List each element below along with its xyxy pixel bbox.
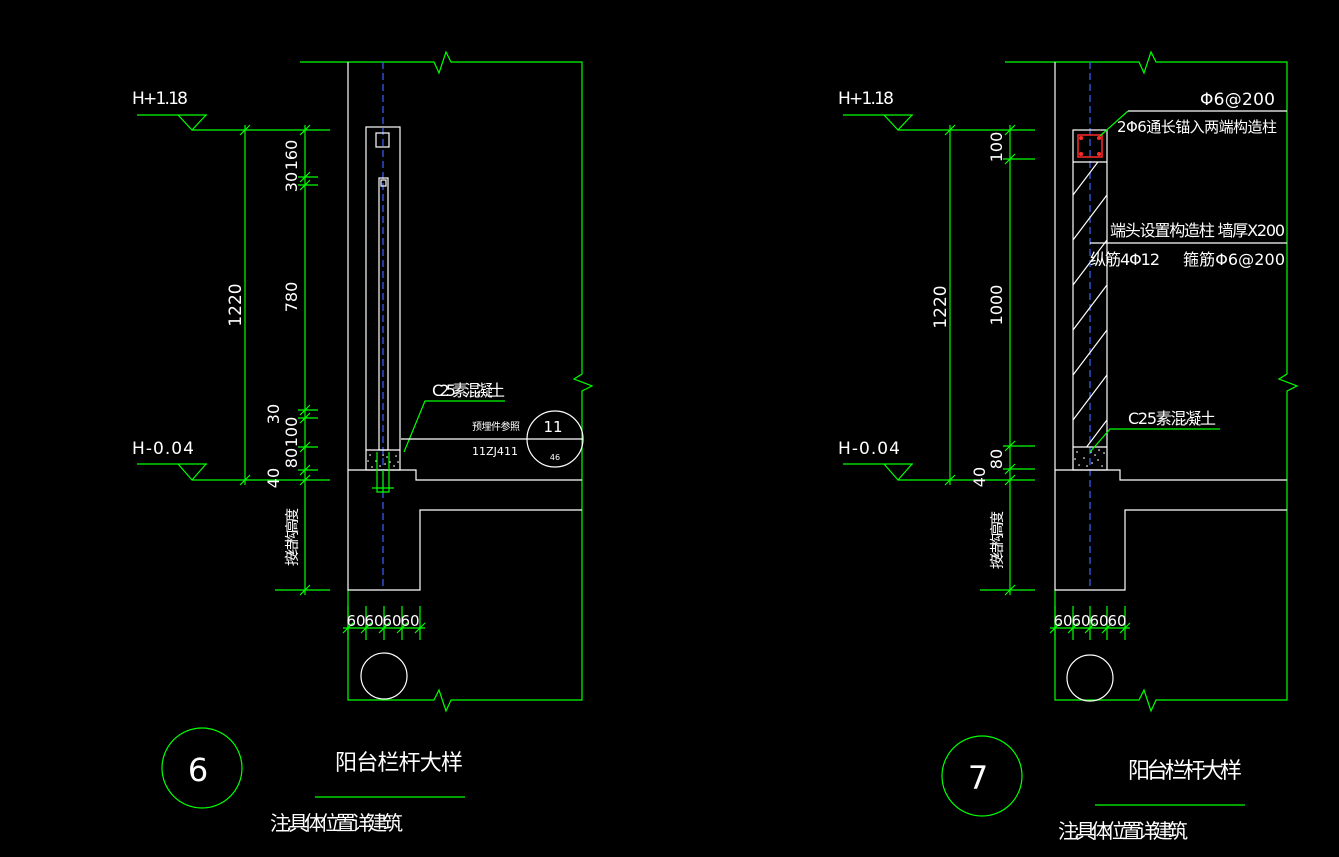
detail-6-pipe-section — [360, 652, 408, 700]
detail-7-longitudinal-bars: 纵筋4Φ12 — [1090, 250, 1160, 269]
detail-7-total-height: 1220 — [931, 285, 951, 328]
detail-7-boundary — [1005, 50, 1299, 713]
detail-6-concrete-dots — [367, 454, 399, 468]
detail-7-title: 阳台栏杆大样 — [1128, 759, 1242, 784]
detail-6-anchor-bars — [372, 452, 394, 493]
detail-6-dim-780: 780 — [282, 282, 301, 313]
detail-6-below-slab-label: 按结构高度 — [284, 508, 301, 566]
detail-7-constructional-column — [1072, 129, 1108, 471]
detail-6-level-bottom: H-0.04 — [132, 439, 194, 459]
detail-7-dim-100: 100 — [987, 132, 1006, 163]
detail-6-dim-100: 100 — [282, 417, 301, 448]
detail-6-concrete-leader — [403, 400, 505, 453]
detail-7-level-top: H+1.18 — [838, 89, 894, 109]
detail-6-width-4: 60 — [400, 612, 419, 630]
detail-6-dim-30-top: 30 — [282, 172, 301, 192]
detail-6-index-upper: 11 — [543, 418, 562, 436]
detail-7-number-circle — [941, 735, 1023, 817]
detail-6-width-2: 60 — [364, 612, 383, 630]
detail-7-stirrup-leader — [1099, 110, 1129, 137]
detail-7-dimension-lines — [843, 114, 1131, 640]
detail-7-level-bottom: H-0.04 — [838, 439, 900, 459]
detail-7-masonry-hatch — [1073, 162, 1107, 447]
detail-6-embed-atlas: 11ZJ411 — [472, 445, 518, 458]
detail-7-number: 7 — [968, 759, 988, 797]
detail-6-index-lower: 46 — [550, 453, 560, 462]
detail-7-width-1: 60 — [1053, 612, 1072, 630]
detail-7-concrete-leader — [1089, 428, 1220, 453]
detail-7-below-slab-label: 按结构高度 — [989, 511, 1006, 569]
detail-6-index-circle — [526, 410, 584, 468]
detail-7-through-bars: 2Φ6通长锚入两端构造柱 — [1117, 118, 1277, 136]
detail-6-number: 6 — [188, 751, 208, 789]
detail-6-embed-note: 预埋件参照 — [472, 420, 520, 433]
detail-7-concrete-label: C25素混凝土 — [1128, 409, 1216, 428]
detail-7-dim-1000: 1000 — [987, 285, 1006, 326]
detail-7-end-column: 端头设置构造柱 墙厚X200 — [1110, 221, 1285, 240]
detail-7-note: 注:具体位置详建筑 — [1058, 819, 1188, 843]
detail-7-pipe-section — [1066, 654, 1114, 702]
detail-7-concrete-dots — [1074, 449, 1105, 467]
detail-6-width-3: 60 — [382, 612, 401, 630]
detail-7-stirrups: 箍筋Φ6@200 — [1183, 250, 1285, 269]
detail-6-total-height: 1220 — [226, 283, 246, 326]
detail-7: H+1.18 H-0.04 1220 100 1000 80 40 按结构高度 … — [838, 50, 1299, 843]
detail-6-post-cap — [375, 132, 390, 148]
detail-7-cap-rebar-dots — [1079, 136, 1102, 156]
detail-6-dimension-lines — [137, 114, 426, 640]
detail-6-dim-30-bottom: 30 — [264, 404, 283, 424]
detail-6-bar-tip — [380, 179, 387, 187]
detail-6-note: 注:具体位置详建筑 — [270, 811, 403, 835]
detail-7-width-2: 60 — [1071, 612, 1090, 630]
detail-7-width-4: 60 — [1107, 612, 1126, 630]
detail-7-dim-40: 40 — [970, 467, 989, 487]
detail-6-number-circle — [161, 727, 243, 809]
detail-7-cap-rebar — [1077, 134, 1103, 158]
detail-7-stirrup-spacing: Φ6@200 — [1200, 90, 1275, 110]
detail-7-dim-80: 80 — [987, 449, 1006, 469]
detail-7-width-3: 60 — [1089, 612, 1108, 630]
detail-6: H+1.18 H-0.04 1220 160 30 780 30 100 80 … — [132, 50, 594, 835]
detail-6-dim-40: 40 — [264, 468, 283, 488]
detail-6-level-top: H+1.18 — [132, 89, 188, 109]
detail-6-concrete-label: C25素混凝土 — [432, 381, 505, 400]
detail-6-dim-80: 80 — [282, 448, 301, 468]
detail-6-title: 阳台栏杆大样 — [335, 751, 463, 776]
detail-6-dim-160: 160 — [282, 140, 301, 171]
detail-6-width-1: 60 — [346, 612, 365, 630]
detail-6-boundary — [300, 50, 594, 713]
